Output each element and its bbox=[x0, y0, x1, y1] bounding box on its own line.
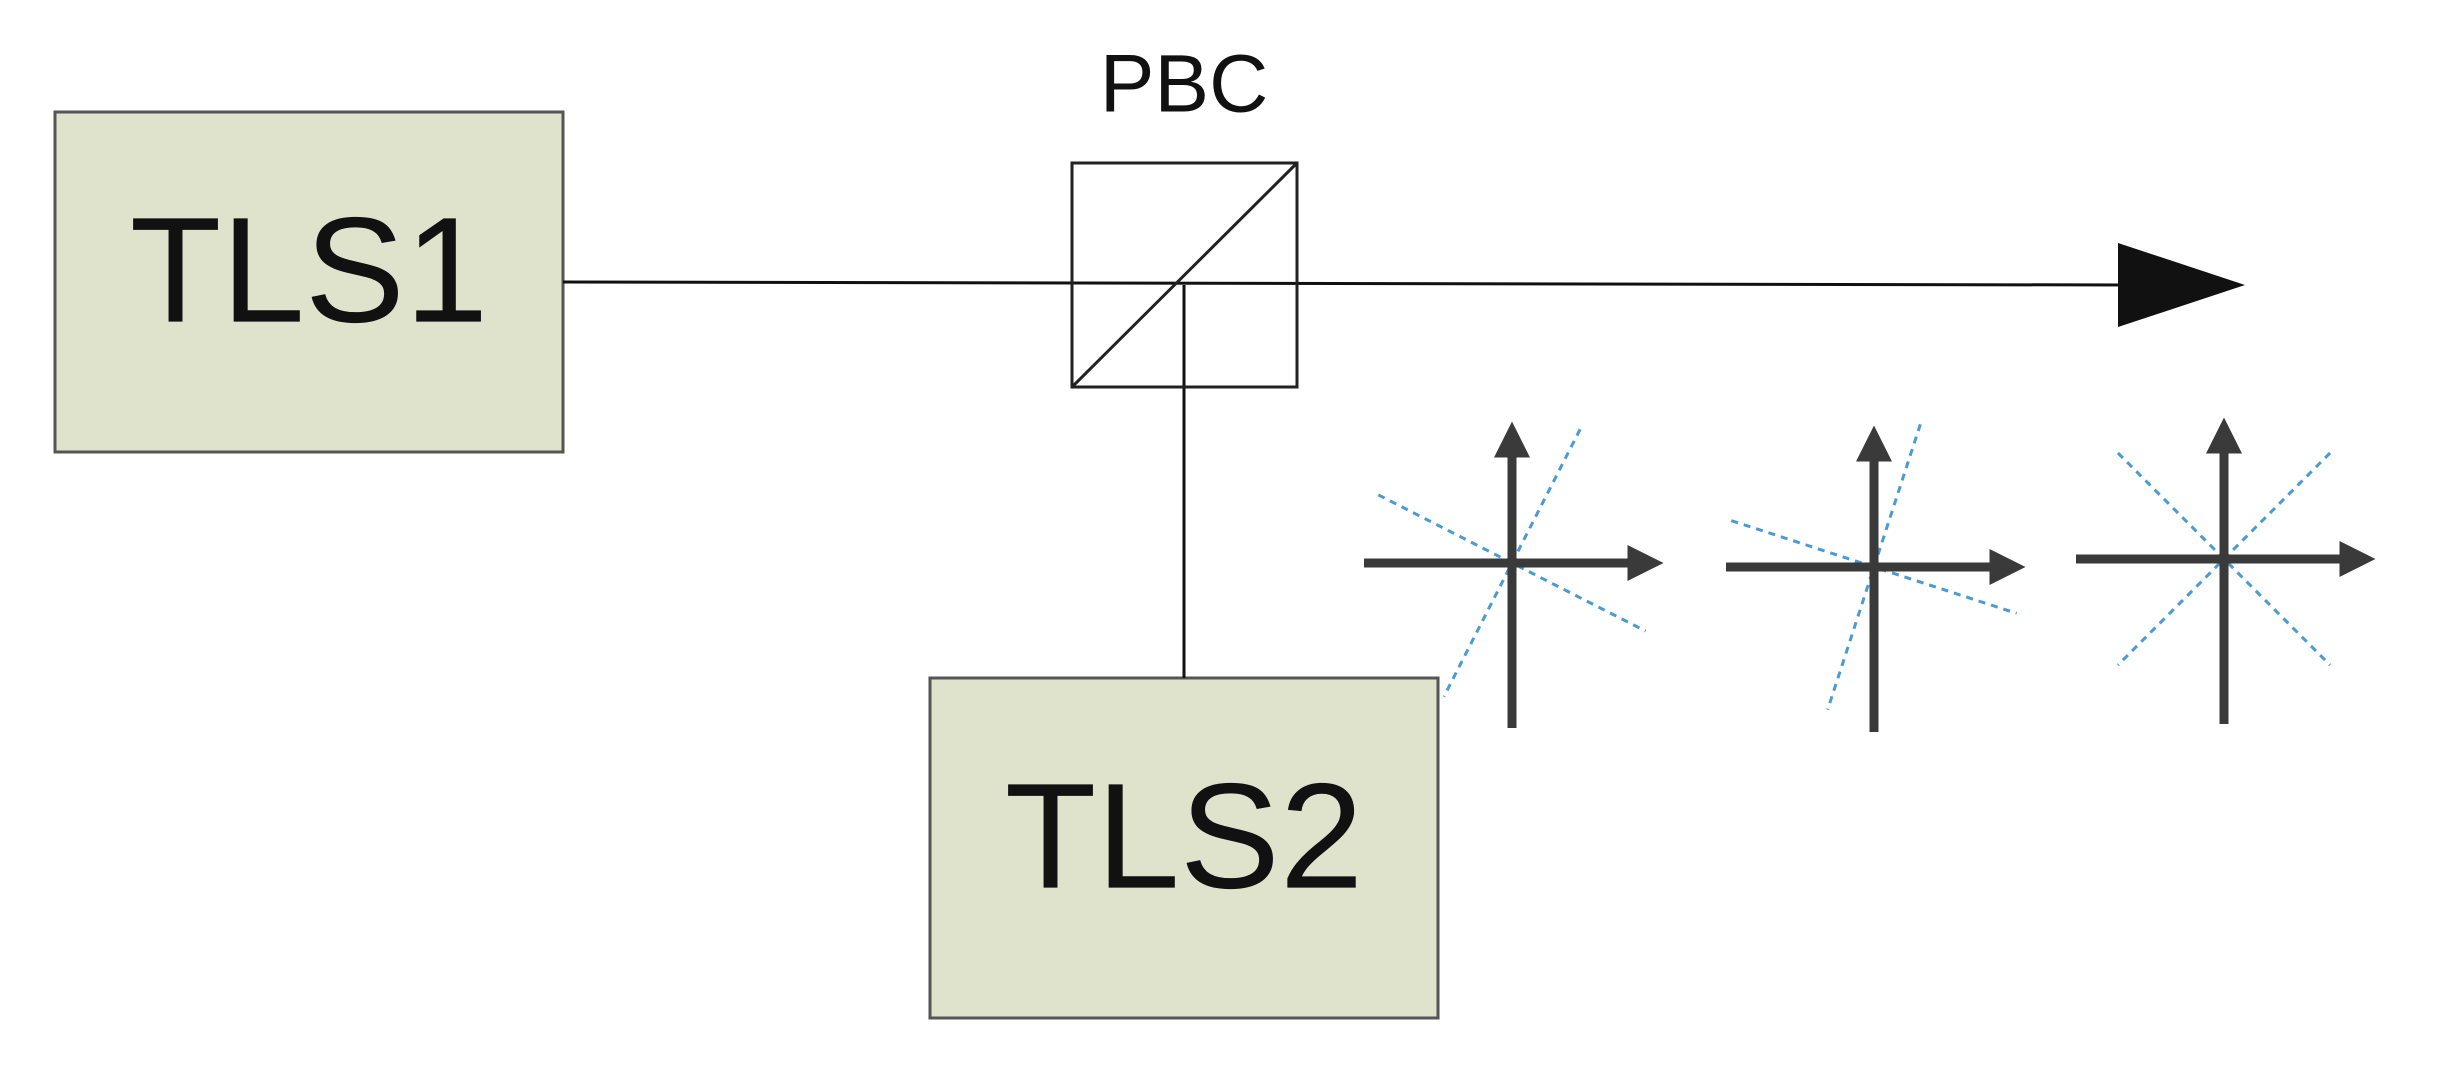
tls1-label: TLS1 bbox=[130, 186, 489, 354]
tls1-block: TLS1 bbox=[53, 110, 565, 454]
output-arrowhead bbox=[2118, 243, 2245, 327]
beam-tls1 bbox=[562, 280, 2131, 287]
pbc-cube: PBC bbox=[1070, 39, 1299, 389]
tls2-label: TLS2 bbox=[1005, 752, 1364, 920]
tls2-block: TLS2 bbox=[928, 676, 1440, 1020]
polarization-state-2 bbox=[1726, 423, 2026, 732]
pbc-square bbox=[1070, 161, 1299, 389]
pbc-label: PBC bbox=[1100, 39, 1269, 130]
tls1-box bbox=[53, 110, 565, 454]
polarization-state-3 bbox=[2076, 417, 2376, 724]
tls2-box bbox=[928, 676, 1440, 1020]
polarization-state-1 bbox=[1364, 421, 1664, 728]
pbc-diagonal bbox=[1070, 161, 1299, 389]
